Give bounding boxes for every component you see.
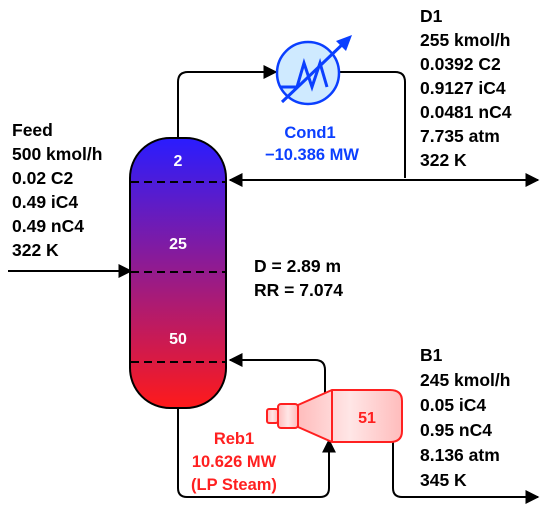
reboiler-name: Reb1 xyxy=(214,430,254,448)
feed-flow: 500 kmol/h xyxy=(12,144,102,164)
condenser-duty: −10.386 MW xyxy=(265,146,359,164)
reboiler-shell xyxy=(297,389,403,443)
stage-label-feed: 25 xyxy=(169,236,187,253)
distillate-ic4: 0.9127 iC4 xyxy=(420,78,506,98)
distillate-title: D1 xyxy=(420,6,443,26)
feed-label-block: Feed 500 kmol/h 0.02 C2 0.49 iC4 0.49 nC… xyxy=(12,120,102,260)
distillate-temp: 322 K xyxy=(420,150,467,170)
distillate-label-block: D1 255 kmol/h 0.0392 C2 0.9127 iC4 0.048… xyxy=(420,6,512,170)
bottoms-ic4: 0.05 iC4 xyxy=(420,395,486,415)
bottoms-flow: 245 kmol/h xyxy=(420,370,510,390)
condenser-outlet-stream xyxy=(340,71,406,178)
stage-label-bottom: 50 xyxy=(169,331,187,348)
feed-c2: 0.02 C2 xyxy=(12,168,74,188)
stage-label-top: 2 xyxy=(174,153,183,170)
bottoms-to-reboiler-stream xyxy=(177,398,336,498)
distillate-flow: 255 kmol/h xyxy=(420,30,510,50)
distillate-c2: 0.0392 C2 xyxy=(420,54,501,74)
reboiler-duty: 10.626 MW xyxy=(192,453,277,471)
bottoms-pressure: 8.136 atm xyxy=(420,445,500,465)
condenser: Cond1 −10.386 MW xyxy=(265,35,359,164)
bottoms-title: B1 xyxy=(420,345,443,365)
feed-temp: 322 K xyxy=(12,240,59,260)
column-diameter: D = 2.89 m xyxy=(254,256,341,276)
reboiler-utility: (LP Steam) xyxy=(191,476,277,494)
bottoms-temp: 345 K xyxy=(420,470,467,490)
feed-nc4: 0.49 nC4 xyxy=(12,216,84,236)
condenser-coil-icon xyxy=(280,57,329,92)
streams xyxy=(8,65,540,504)
condenser-arrow-icon xyxy=(280,39,348,104)
reboiler-channel-head xyxy=(277,403,299,429)
condenser-name: Cond1 xyxy=(284,124,335,142)
bottoms-nc4: 0.95 nC4 xyxy=(420,420,492,440)
distillate-pressure: 7.735 atm xyxy=(420,126,500,146)
condenser-arrowhead-icon xyxy=(336,35,352,51)
distillate-nc4: 0.0481 nC4 xyxy=(420,102,512,122)
column-specs: D = 2.89 m RR = 7.074 xyxy=(254,256,343,300)
reboiler-stage: 51 xyxy=(358,410,376,427)
distillation-column: 2 25 50 xyxy=(129,137,227,409)
bottoms-label-block: B1 245 kmol/h 0.05 iC4 0.95 nC4 8.136 at… xyxy=(420,345,510,490)
overhead-vapor-stream xyxy=(177,65,278,140)
reboiler-nozzle xyxy=(266,408,279,424)
feed-title: Feed xyxy=(12,120,53,140)
bottoms-product-stream xyxy=(392,412,540,504)
feed-ic4: 0.49 iC4 xyxy=(12,192,78,212)
reboiler: 51 Reb1 10.626 MW (LP Steam) xyxy=(191,389,403,494)
column-reflux-ratio: RR = 7.074 xyxy=(254,280,343,300)
boilup-stream xyxy=(228,353,326,405)
